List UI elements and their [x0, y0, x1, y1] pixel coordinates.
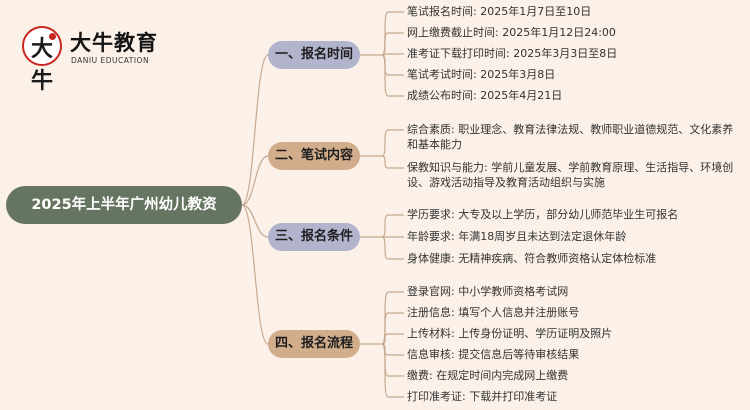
branch-exam-content: 二、笔试内容	[268, 142, 360, 170]
leaf-item: 笔试考试时间: 2025年3月8日	[407, 68, 556, 81]
leaf-item: 笔试报名时间: 2025年1月7日至10日	[407, 5, 592, 18]
root-branch-connector	[241, 204, 269, 238]
leaf-item: 保教知识与能力: 学前儿童发展、学前教育原理、生活指导、环境创设、游戏活动指导及…	[407, 161, 734, 189]
branch-leaf-connector	[381, 54, 404, 97]
leaf-item: 网上缴费截止时间: 2025年1月12日24:00	[407, 26, 616, 39]
branch-leaf-connector	[381, 129, 404, 157]
root-branch-connector	[241, 204, 269, 345]
root-node: 2025年上半年广州幼儿教资	[6, 186, 242, 224]
branch-leaf-connector	[381, 32, 404, 56]
branch-leaf-connector	[381, 214, 404, 238]
root-branch-connector	[241, 155, 269, 206]
leaf-item: 综合素质: 职业理念、教育法律法规、教师职业道德规范、文化素养和基本能力	[407, 123, 734, 151]
leaf-item: 年龄要求: 年满18周岁且未达到法定退休年龄	[407, 230, 627, 243]
brand-english: DANIU EDUCATION	[71, 56, 150, 65]
logo-dot-icon	[49, 33, 56, 40]
branch-requirements: 三、报名条件	[268, 223, 360, 251]
branch-leaf-connector	[381, 155, 404, 169]
root-branch-connector	[241, 54, 269, 206]
branch-leaf-connector	[381, 236, 404, 260]
leaf-item: 信息审核: 提交信息后等待审核结果	[407, 348, 580, 361]
leaf-item: 身体健康: 无精神疾病、符合教师资格认定体检标准	[407, 252, 657, 265]
leaf-item: 注册信息: 填写个人信息并注册账号	[407, 306, 580, 319]
leaf-item: 成绩公布时间: 2025年4月21日	[407, 89, 563, 102]
leaf-item: 准考证下载打印时间: 2025年3月3日至8日	[407, 47, 618, 60]
logo-mark-text: 大牛	[30, 36, 53, 94]
logo-mark-icon: 大牛	[22, 26, 62, 94]
branch-leaf-connector	[381, 333, 404, 345]
leaf-item: 上传材料: 上传身份证明、学历证明及照片	[407, 327, 613, 340]
brand-logo: 大牛 大牛教育 DANIU EDUCATION	[22, 26, 162, 94]
leaf-item: 登录官网: 中小学教师资格考试网	[407, 285, 569, 298]
brand-name: 大牛教育	[70, 31, 158, 55]
branch-leaf-connector	[381, 343, 404, 398]
branch-leaf-connector	[381, 53, 404, 56]
leaf-item: 学历要求: 大专及以上学历，部分幼儿师范毕业生可报名	[407, 208, 679, 221]
leaf-item: 缴费: 在规定时间内完成网上缴费	[407, 369, 569, 382]
leaf-item: 打印准考证: 下载并打印准考证	[407, 390, 558, 403]
branch-process: 四、报名流程	[268, 330, 360, 358]
branch-registration-time: 一、报名时间	[268, 41, 360, 69]
